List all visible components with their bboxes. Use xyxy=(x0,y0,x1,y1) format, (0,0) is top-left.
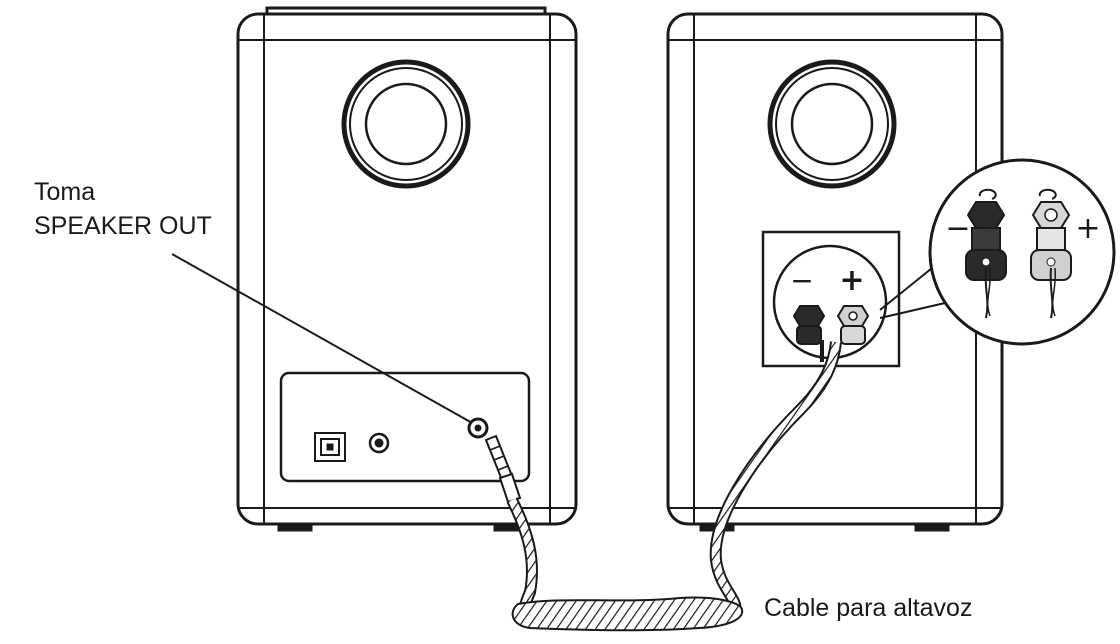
speaker-out-jack xyxy=(467,417,489,439)
right-speaker xyxy=(666,12,1004,532)
speaker-out-label-line2: SPEAKER OUT xyxy=(34,212,212,240)
rear-panel xyxy=(279,371,531,483)
zoom-white-terminal xyxy=(1030,201,1072,319)
rotate-arrow-icon xyxy=(978,188,1057,200)
zoom-black-terminal xyxy=(965,201,1007,319)
zoom-plus-sign: + xyxy=(1075,211,1100,246)
speaker-out-label-line1: Toma xyxy=(34,178,96,206)
black-terminal xyxy=(792,305,826,345)
terminal-zoom-callout: − + xyxy=(879,158,1116,346)
speaker-cable-label: Cable para altavoz xyxy=(764,594,973,622)
left-speaker xyxy=(236,6,578,532)
right-woofer xyxy=(767,59,897,189)
minus-sign: − xyxy=(790,264,813,297)
left-woofer xyxy=(341,59,471,189)
white-terminal xyxy=(836,305,870,345)
plus-sign: + xyxy=(839,263,864,298)
speaker-out-leader-line xyxy=(171,253,475,425)
speaker-plug xyxy=(484,434,522,504)
speaker-cable xyxy=(506,340,842,632)
speaker-terminals: − + xyxy=(790,263,870,345)
zoom-minus-sign: − xyxy=(945,211,970,246)
